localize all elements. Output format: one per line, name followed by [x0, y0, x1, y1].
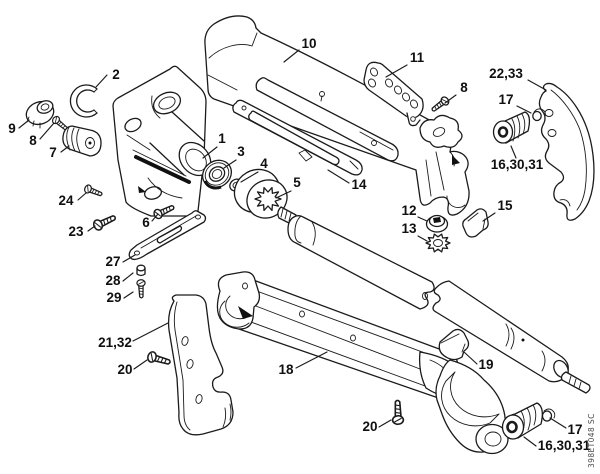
- drawing-code: 398ET048 SC: [587, 413, 596, 468]
- callout-10: 10: [301, 36, 316, 51]
- part-drive-tube-rear: [432, 280, 591, 394]
- callout-2: 2: [112, 67, 120, 82]
- callout-15: 15: [497, 198, 513, 213]
- part-mount-bracket: [112, 65, 212, 217]
- callout-12: 12: [401, 203, 416, 218]
- part-rubber-buffer: [62, 125, 102, 157]
- callout-11: 11: [410, 50, 425, 65]
- part-grip-left-half: [167, 294, 234, 436]
- part-bushing: [25, 100, 55, 129]
- callout-17-top: 17: [498, 92, 513, 107]
- callout-1: 1: [218, 131, 226, 146]
- callout-8-left: 8: [29, 133, 37, 148]
- part-screw-20-left: [145, 350, 173, 368]
- part-screw-24: [82, 183, 104, 199]
- part-star-washer: [425, 233, 451, 253]
- callout-22-33: 22,33: [489, 66, 523, 81]
- callout-20-left: 20: [117, 362, 132, 377]
- part-spline-drum: [233, 168, 288, 219]
- callout-5: 5: [293, 175, 301, 190]
- callout-9: 9: [8, 121, 16, 136]
- part-collar-nut: [425, 214, 449, 233]
- part-clip: [462, 208, 489, 238]
- part-clamp-bar: [128, 210, 207, 261]
- part-lower-housing: [216, 271, 509, 455]
- callout-13: 13: [401, 221, 417, 236]
- callout-23: 23: [68, 224, 84, 239]
- part-snap-ring: [69, 84, 98, 118]
- callout-7: 7: [49, 145, 57, 160]
- part-grip-right-half: [538, 82, 595, 221]
- callout-18: 18: [278, 362, 294, 377]
- leader-lines: [18, 49, 567, 447]
- part-upper-housing-cover: [204, 15, 470, 216]
- part-screw-29: [136, 279, 147, 299]
- part-cap-top: [532, 108, 546, 122]
- callout-8-right: 8: [460, 80, 468, 95]
- part-drilled-plate: [363, 61, 424, 127]
- part-cap-bottom: [541, 408, 556, 422]
- part-drive-tube-front: [277, 206, 435, 310]
- part-screw-20-bottom: [391, 399, 405, 426]
- callout-28: 28: [105, 273, 121, 288]
- callout-17-bottom: 17: [567, 422, 582, 437]
- callout-19: 19: [478, 357, 493, 372]
- part-knob-top: [492, 111, 531, 144]
- callout-16-30-31-top: 16,30,31: [491, 157, 544, 172]
- callout-20-bottom: 20: [362, 419, 377, 434]
- part-plug-28: [136, 264, 146, 277]
- callout-labels: 2 9 8 7 1 3 4 5 24 23 6 10 11 8 22,33 17…: [8, 36, 591, 453]
- callout-3: 3: [237, 144, 245, 159]
- callout-21-32: 21,32: [98, 335, 132, 350]
- callout-6: 6: [142, 215, 150, 230]
- part-screw-23: [91, 211, 118, 233]
- callout-27: 27: [105, 254, 120, 269]
- part-switch-bar: [232, 99, 363, 176]
- callout-4: 4: [260, 156, 268, 171]
- part-knob-bottom: [501, 402, 543, 440]
- part-screw-8-right: [429, 94, 451, 115]
- callout-14: 14: [351, 177, 367, 192]
- callout-29: 29: [106, 290, 121, 305]
- part-ball-bearing: [201, 159, 233, 190]
- part-saddle-block: [438, 328, 470, 361]
- callout-16-30-31-bottom: 16,30,31: [538, 438, 591, 453]
- callout-24: 24: [58, 193, 74, 208]
